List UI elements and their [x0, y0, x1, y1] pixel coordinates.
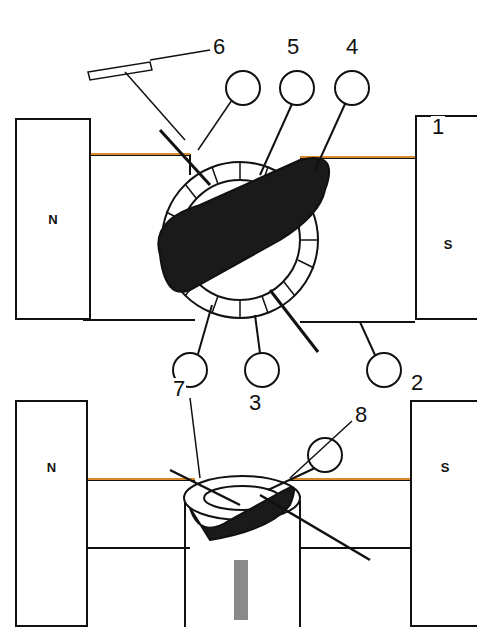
- callout-number: 7: [172, 378, 186, 400]
- callout-number: 2: [410, 372, 424, 394]
- magnet-pole: S: [410, 400, 477, 627]
- pole-letter: S: [412, 460, 477, 475]
- callout-number: 5: [286, 36, 300, 58]
- callout-number: 6: [212, 36, 226, 58]
- callout-number: 8: [354, 404, 368, 426]
- pole-letter: N: [17, 212, 89, 227]
- magnet-pole: S: [415, 115, 477, 320]
- callout-number: 1: [431, 116, 445, 138]
- magnet-pole: N: [15, 400, 88, 627]
- magnet-pole: N: [15, 118, 91, 320]
- callout-number: 3: [248, 392, 262, 414]
- callout-number: 4: [345, 36, 359, 58]
- pole-letter: S: [417, 237, 477, 252]
- pole-letter: N: [17, 460, 86, 475]
